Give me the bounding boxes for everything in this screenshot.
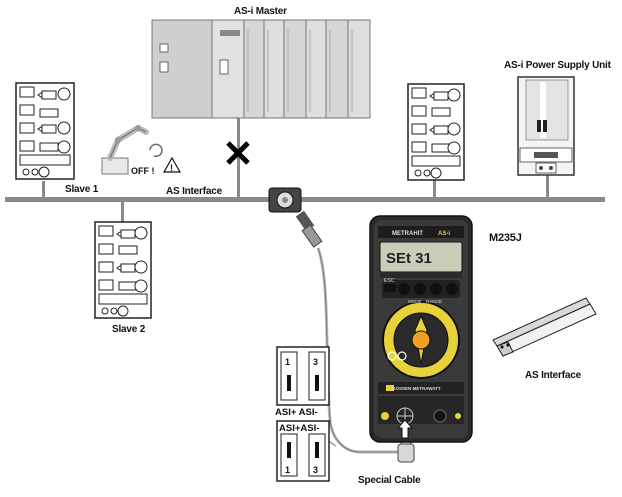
multimeter-brand-text: METRAHIT bbox=[392, 231, 423, 237]
slave-2-module bbox=[94, 221, 152, 319]
terminal-adapter-top bbox=[276, 346, 330, 406]
adapter-top-terminal-3: 3 bbox=[313, 357, 318, 367]
multimeter-range-label: RANGE bbox=[426, 299, 442, 304]
as-i-master-plc bbox=[151, 19, 371, 119]
terminal-adapter-bottom bbox=[276, 420, 330, 482]
slave-1-label: Slave 1 bbox=[65, 184, 99, 195]
robot-arm-icon bbox=[101, 124, 163, 175]
power-supply-unit bbox=[517, 76, 575, 176]
slave-2-label: Slave 2 bbox=[112, 324, 146, 335]
as-i-master-label: AS-i Master bbox=[234, 6, 287, 17]
svg-text:!: ! bbox=[170, 163, 173, 173]
multimeter-device bbox=[369, 215, 473, 443]
multimeter-manufacturer: GOSSEN METRAWATT bbox=[392, 386, 441, 391]
warning-icon: ! bbox=[162, 156, 182, 173]
drop-line-slave2 bbox=[121, 201, 124, 223]
drop-line-power bbox=[546, 174, 549, 198]
special-cable-label: Special Cable bbox=[358, 475, 421, 486]
round-connector-icon bbox=[268, 187, 302, 213]
adapter-bottom-polarity: ASI+ASI- bbox=[279, 423, 319, 434]
flat-cable-label: AS Interface bbox=[525, 370, 581, 381]
ce-mark-icon bbox=[387, 351, 407, 361]
as-interface-bus-line bbox=[5, 197, 605, 202]
cross-mark-icon bbox=[226, 141, 250, 165]
multimeter-model-label: M235J bbox=[489, 232, 522, 244]
multimeter-model-badge: AS-i bbox=[438, 231, 450, 237]
slave-1-module bbox=[15, 82, 75, 180]
bus-label: AS Interface bbox=[166, 186, 222, 197]
multimeter-mode-label: MODE bbox=[408, 299, 422, 304]
adapter-top-terminal-1: 1 bbox=[285, 357, 290, 367]
drop-line-slave1 bbox=[42, 181, 45, 198]
drop-line-slave-right bbox=[433, 177, 436, 198]
off-sign-text: OFF ! bbox=[131, 166, 155, 176]
as-interface-flat-cable bbox=[492, 297, 597, 357]
multimeter-esc-label: ESC bbox=[384, 278, 395, 284]
slave-right-module bbox=[407, 83, 465, 181]
adapter-bottom-terminal-3: 3 bbox=[313, 465, 318, 475]
adapter-bottom-terminal-1: 1 bbox=[285, 465, 290, 475]
power-supply-label: AS-i Power Supply Unit bbox=[504, 60, 611, 71]
multimeter-display-text: SEt 31 bbox=[386, 250, 432, 267]
adapter-top-polarity: ASI+ ASI- bbox=[275, 407, 318, 418]
